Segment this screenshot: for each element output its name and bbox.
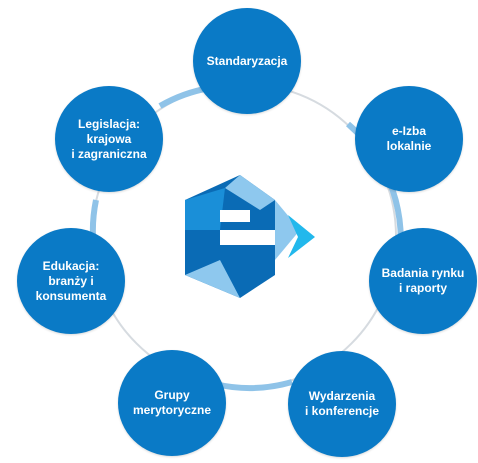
- e-logo-icon: [185, 175, 315, 298]
- node-edukacja[interactable]: Edukacja: branży i konsumenta: [17, 228, 125, 334]
- node-badania[interactable]: Badania rynku i raporty: [369, 228, 477, 334]
- node-label-line: lokalnie: [386, 139, 432, 153]
- node-label-line: i konferencje: [304, 404, 380, 418]
- node-label-line: krajowa: [86, 131, 132, 146]
- node-legislacja[interactable]: Legislacja: krajowa i zagraniczna: [55, 86, 163, 192]
- node-label-line: merytoryczne: [132, 403, 212, 417]
- node-standaryzacja[interactable]: Standaryzacja: [193, 8, 301, 114]
- node-label-line: konsumenta: [35, 288, 107, 303]
- node-label-line: Badania rynku: [381, 266, 465, 280]
- ring-arc-segment: [214, 379, 293, 391]
- node-label-line: Wydarzenia: [308, 389, 376, 403]
- node-label-line: Standaryzacja: [206, 53, 288, 68]
- node-label-line: i zagraniczna: [71, 146, 147, 161]
- node-label-line: branży i: [48, 273, 94, 288]
- node-e-izba[interactable]: e-Izba lokalnie: [355, 86, 463, 192]
- node-label-line: i raporty: [398, 281, 447, 295]
- node-grupy[interactable]: Grupy merytoryczne: [118, 350, 226, 456]
- node-label-line: Legislacja:: [77, 116, 141, 131]
- node-label-line: e-Izba: [391, 124, 426, 138]
- node-label-line: Edukacja:: [42, 258, 100, 273]
- node-wydarzenia[interactable]: Wydarzenia i konferencje: [288, 351, 396, 457]
- node-label-line: Grupy: [154, 388, 190, 402]
